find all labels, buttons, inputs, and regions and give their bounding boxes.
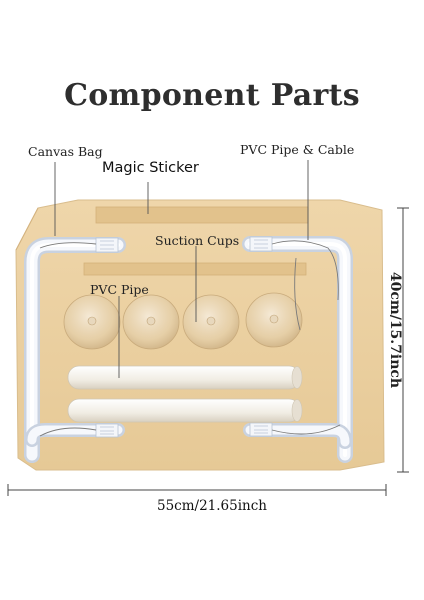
label-magic-sticker: Magic Sticker: [102, 160, 199, 176]
suction-cup: [245, 292, 303, 348]
height-dimension-label: 40cm/15.7inch: [387, 271, 403, 389]
cables: [39, 240, 341, 437]
pvc-pipes-straight: [67, 365, 303, 423]
label-suction-cups: Suction Cups: [155, 233, 240, 248]
magic-sticker-top: [95, 206, 309, 224]
width-dimension-label: 55cm/21.65inch: [156, 498, 267, 514]
label-pvc-pipe: PVC Pipe: [90, 282, 149, 297]
label-canvas-bag: Canvas Bag: [28, 144, 103, 159]
page-title: Component Parts: [64, 78, 360, 113]
width-dimension-line: [7, 484, 387, 496]
label-pvc-pipe-cable: PVC Pipe & Cable: [240, 142, 355, 157]
magic-sticker-bottom: [83, 262, 307, 276]
suction-cup: [182, 294, 240, 350]
leader-lines: [54, 160, 309, 378]
pvc-frame-right: [242, 236, 353, 463]
suction-cups: [63, 292, 303, 350]
suction-cup: [63, 294, 121, 350]
height-dimension-line: [397, 207, 409, 473]
suction-cup: [122, 294, 180, 350]
